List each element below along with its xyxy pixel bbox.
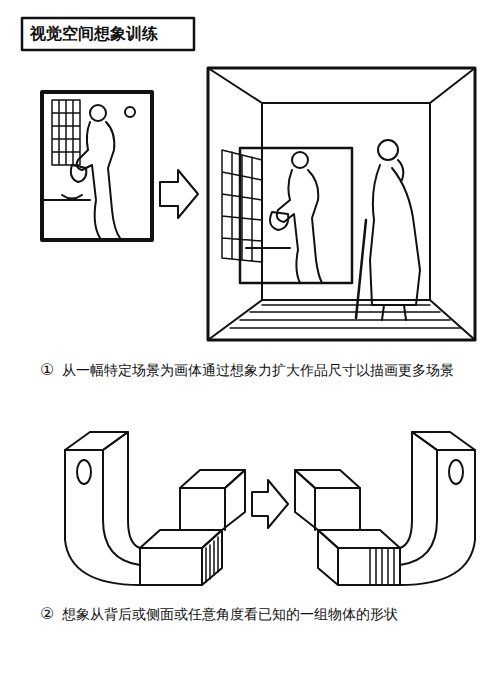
block-group-rotated [295, 432, 475, 585]
note: 从一幅特定场景为画体通过想象力扩大作品尺寸以描画更多场景 [62, 362, 492, 379]
expanded-room [208, 68, 475, 340]
note: 想象从背后或侧面或任意角度看已知的一组物体的形状 [62, 606, 492, 623]
title: 视觉空间想象训练 [30, 24, 190, 44]
callout-number: ① [40, 360, 64, 380]
transform-arrow [252, 480, 288, 528]
callout-number: ② [40, 604, 64, 624]
transform-arrow [160, 170, 198, 218]
block-group [65, 432, 245, 585]
small-painting [42, 92, 152, 240]
title-frame [22, 18, 194, 50]
